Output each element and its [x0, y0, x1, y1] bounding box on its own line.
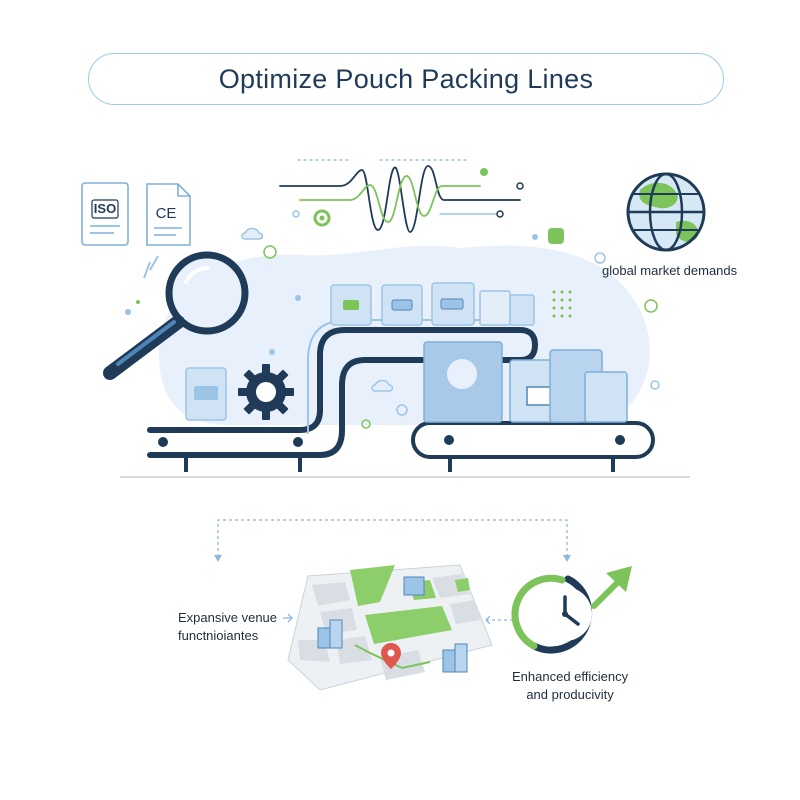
ce-certificate-icon: CE: [146, 183, 191, 246]
pouch-upper-2: [381, 284, 423, 326]
pouch-upper-3: [431, 282, 475, 326]
venue-line2: functnioiantes: [178, 628, 259, 643]
globe-icon: [626, 172, 706, 252]
efficiency-label: Enhanced efficiency and producivity: [512, 668, 628, 704]
pouch-upper-1: [330, 284, 372, 326]
venue-label: Expansive venue functnioiantes: [178, 609, 277, 645]
building-left: [317, 619, 343, 649]
building-right: [442, 643, 468, 673]
magnifier-icon: [103, 251, 249, 380]
location-pin-icon: [381, 643, 401, 669]
arrow-from-venue: [283, 613, 293, 623]
iso-text: ISO: [94, 201, 116, 216]
pouch-upper-4: [479, 290, 535, 326]
lower-conveyor: [411, 421, 655, 472]
efficiency-line2: and producivity: [526, 687, 614, 702]
page-title: Optimize Pouch Packing Lines: [218, 63, 594, 94]
building-top: [403, 576, 425, 596]
waveform-icon: [279, 159, 524, 233]
pouch-left: [185, 367, 227, 421]
gear-icon: [238, 364, 294, 420]
pouch-large: [423, 341, 503, 423]
growth-arrow-icon: [591, 566, 632, 609]
title-banner: Optimize Pouch Packing Lines: [88, 53, 724, 105]
left-conveyor-base: [158, 437, 303, 472]
arrow-left-down: [214, 555, 222, 562]
iso-certificate-icon: ISO: [81, 182, 129, 246]
clock-icon: [511, 574, 593, 654]
pouch-back-right: [549, 349, 628, 423]
venue-line1: Expansive venue: [178, 610, 278, 625]
arrow-right-down: [563, 555, 571, 562]
dashed-connectors: [217, 519, 568, 557]
dot-grid: [552, 290, 572, 318]
global-market-text: global market demands: [602, 263, 738, 278]
ce-text: CE: [156, 205, 177, 222]
small-gear-icon: [313, 209, 331, 227]
global-market-label: global market demands: [602, 262, 737, 280]
efficiency-line1: Enhanced efficiency: [512, 669, 629, 684]
city-map-icon: [287, 564, 493, 691]
